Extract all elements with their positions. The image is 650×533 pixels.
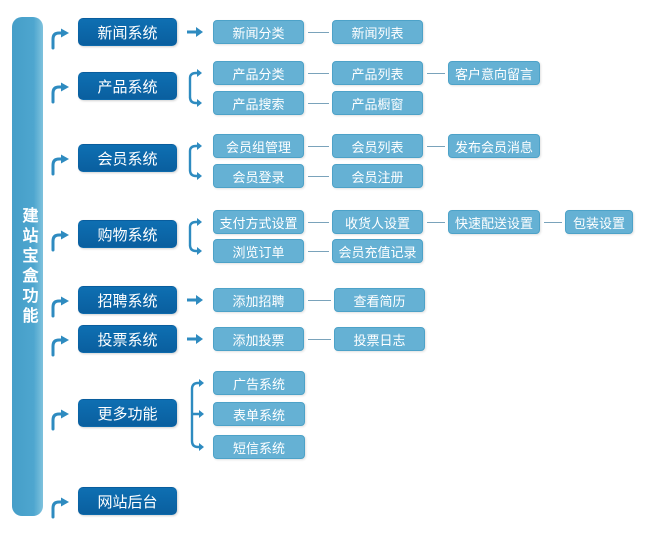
node-product-search: 产品搜索 — [213, 91, 304, 115]
branch-arrow-3-icon — [190, 379, 204, 451]
node-member-recharge-records: 会员充值记录 — [332, 239, 423, 263]
system-recruit: 招聘系统 — [78, 286, 177, 314]
system-shopping: 购物系统 — [78, 220, 177, 248]
corner-arrow-icon — [51, 82, 69, 104]
branch-arrow-icon — [188, 142, 202, 180]
system-backend: 网站后台 — [78, 487, 177, 515]
arrow-right-icon — [187, 334, 203, 344]
connector-line — [308, 103, 329, 104]
node-news-category: 新闻分类 — [213, 20, 304, 44]
arrow-right-icon — [187, 295, 203, 305]
node-sms-system: 短信系统 — [213, 435, 305, 459]
node-member-login: 会员登录 — [213, 164, 304, 188]
branch-arrow-icon — [188, 218, 202, 255]
root-bar-label: 建站宝盒功能 — [19, 206, 37, 327]
node-member-group-management: 会员组管理 — [213, 134, 304, 158]
connector-line — [308, 176, 329, 177]
node-ad-system: 广告系统 — [213, 371, 305, 395]
connector-line — [308, 339, 331, 340]
node-package-settings: 包装设置 — [565, 210, 633, 234]
corner-arrow-icon — [51, 230, 69, 252]
connector-line — [427, 146, 445, 147]
connector-line — [308, 146, 329, 147]
node-quick-delivery-settings: 快速配送设置 — [448, 210, 540, 234]
node-product-list: 产品列表 — [332, 61, 423, 85]
system-member: 会员系统 — [78, 144, 177, 172]
node-vote-log: 投票日志 — [334, 327, 425, 351]
node-browse-orders: 浏览订单 — [213, 239, 304, 263]
corner-arrow-icon — [51, 497, 69, 519]
node-payment-method-settings: 支付方式设置 — [213, 210, 304, 234]
connector-line — [544, 222, 562, 223]
connector-line — [308, 251, 329, 252]
corner-arrow-icon — [51, 409, 69, 431]
connector-line — [427, 73, 445, 74]
branch-arrow-icon — [188, 69, 202, 107]
root-bar: 建站宝盒功能 — [12, 17, 43, 516]
connector-line — [308, 222, 329, 223]
connector-line — [308, 300, 331, 301]
node-add-recruitment: 添加招聘 — [213, 288, 304, 312]
node-view-resumes: 查看简历 — [334, 288, 425, 312]
node-form-system: 表单系统 — [213, 402, 305, 426]
corner-arrow-icon — [51, 28, 69, 50]
node-publish-member-message: 发布会员消息 — [448, 134, 540, 158]
corner-arrow-icon — [51, 296, 69, 318]
corner-arrow-icon — [51, 335, 69, 357]
node-news-list: 新闻列表 — [332, 20, 423, 44]
node-consignee-settings: 收货人设置 — [332, 210, 423, 234]
node-member-register: 会员注册 — [332, 164, 423, 188]
node-customer-intent-message: 客户意向留言 — [448, 61, 540, 85]
arrow-right-icon — [187, 27, 203, 37]
connector-line — [427, 222, 445, 223]
connector-line — [308, 73, 329, 74]
corner-arrow-icon — [51, 154, 69, 176]
system-vote: 投票系统 — [78, 325, 177, 353]
system-product: 产品系统 — [78, 72, 177, 100]
system-news: 新闻系统 — [78, 18, 177, 46]
node-product-category: 产品分类 — [213, 61, 304, 85]
node-product-showcase: 产品橱窗 — [332, 91, 423, 115]
node-add-vote: 添加投票 — [213, 327, 304, 351]
connector-line — [308, 32, 329, 33]
system-more: 更多功能 — [78, 399, 177, 427]
node-member-list: 会员列表 — [332, 134, 423, 158]
